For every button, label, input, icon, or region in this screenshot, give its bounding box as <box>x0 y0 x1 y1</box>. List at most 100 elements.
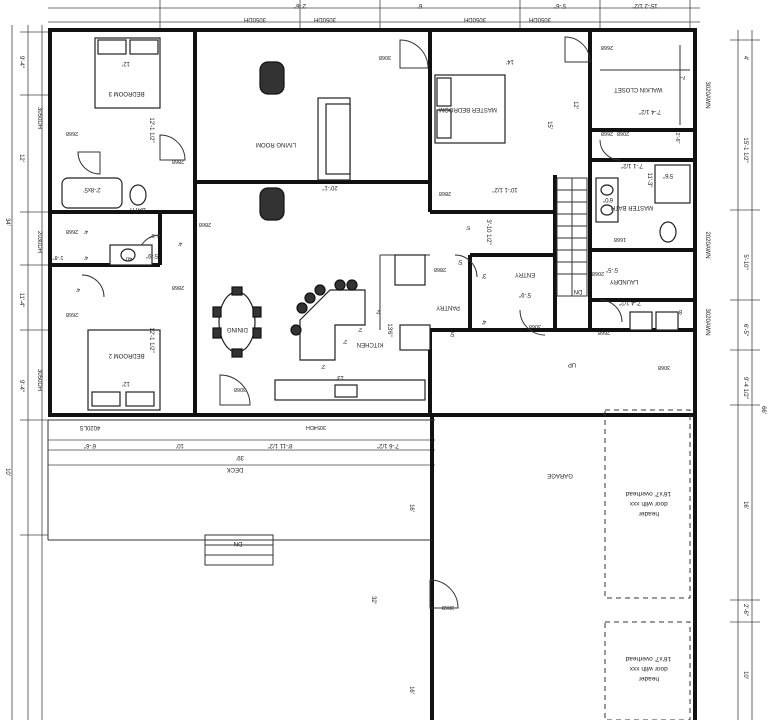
overhead-door-note-2-line1: 16'x7' overhead <box>625 655 671 662</box>
dining-table-icon <box>218 291 256 353</box>
label-bedroom2: BEDROOM 2 <box>108 352 145 358</box>
window-label: 3054DH <box>306 424 326 430</box>
dim-label: 4' <box>742 56 748 60</box>
label-bedroom3: BEDROOM 3 <box>108 90 145 96</box>
door-label: 2068 <box>592 270 604 276</box>
overhead-door-note-1-line3: header <box>638 510 659 517</box>
dimension-lines <box>11 0 760 720</box>
door-label: 2868 <box>172 158 184 164</box>
dim-label: 5'6" <box>663 172 673 178</box>
dim-label: 9'-5" <box>150 232 161 238</box>
label-laundry: LAUNDRY <box>610 278 639 284</box>
overhead-door-note-2-line3: header <box>638 675 659 682</box>
dim-label: 15' <box>546 121 552 129</box>
dim-label: 2'-6" <box>742 604 748 616</box>
label-master-bath: MASTER BATH <box>611 204 653 210</box>
fridge-icon <box>394 254 426 286</box>
dim-label: 5'-5" <box>606 266 618 272</box>
door-label: 3068 <box>529 323 541 329</box>
door-label: 2068 <box>617 130 629 136</box>
label-garage: GARAGE <box>547 472 573 478</box>
window-label: 2030DH <box>36 231 42 253</box>
label-pantry: PANTRY <box>436 304 460 310</box>
armchair-icon <box>259 61 285 95</box>
door-label: 2868 <box>172 284 184 290</box>
dim-label: 14' <box>506 58 514 64</box>
armchair-icon <box>259 187 285 221</box>
dim-label: 2'-6" <box>294 2 306 8</box>
label-walkin-closet: WALKIN CLOSET <box>614 86 663 92</box>
dim-label: 5'-6" <box>554 2 566 8</box>
dim-label: 3' <box>482 272 486 278</box>
door-label: 2668 <box>601 44 613 50</box>
dim-label: 10'-1 1/2" <box>492 186 517 192</box>
toilet-icon <box>129 184 147 206</box>
dim-label: 5'-9" <box>146 252 158 258</box>
label-stairs-up: UP <box>568 361 576 367</box>
door-label: 2868 <box>434 266 446 272</box>
bathtub-icon <box>61 177 123 209</box>
door-label: 2868 <box>439 190 451 196</box>
label-entry: ENTRY <box>515 271 535 277</box>
window-label: 3050DH <box>529 16 551 22</box>
window-label: 3050DH <box>314 16 336 22</box>
dim-label: 4' <box>84 254 88 260</box>
window-label: 3050DH <box>36 107 42 129</box>
dimension-labels: 12' 12'-1 1/2" 20'-1" 14' 15' 12' 7'-4 1… <box>4 2 766 694</box>
dim-label: 9'-4 1/2" <box>742 377 748 399</box>
dim-label: 7'-1 1/2" <box>621 162 643 168</box>
dim-label: 16' <box>742 501 748 509</box>
shower-icon <box>654 164 691 204</box>
door-swings <box>77 36 623 609</box>
dim-label: 7'-6 1/2" <box>377 442 399 448</box>
garage-door-notes: 16'x7' overhead door with xxx header 16'… <box>625 490 671 682</box>
dim-label: 9'-4" <box>18 56 24 68</box>
range-icon <box>399 324 431 351</box>
door-label: 3068 <box>234 386 246 392</box>
dim-label: 15'-2 1/2" <box>632 2 657 8</box>
toilet-icon <box>659 221 677 243</box>
dim-label: 12'-1 1/2" <box>148 117 154 142</box>
door-label: 2668 <box>66 228 78 234</box>
dim-label: 5'-9" <box>519 291 531 297</box>
overhead-door-note-1-line1: 16'x7' overhead <box>625 490 671 497</box>
dim-label: 2' <box>376 308 380 314</box>
furniture <box>61 37 691 411</box>
dim-label: 9'-4" <box>18 380 24 392</box>
dim-label: 4' <box>76 286 80 292</box>
dim-label: 2' <box>358 326 362 332</box>
label-bath: BATH <box>130 206 146 212</box>
dim-label: 12' <box>122 380 130 386</box>
dim-label: 6'-5" <box>742 324 748 336</box>
dim-label: 11'-4" <box>18 293 24 308</box>
dryer-icon <box>655 311 679 331</box>
door-labels: 3068 3068 3068 3068 3068 2868 2868 2868 … <box>66 44 670 610</box>
dim-label: 12' <box>572 101 578 109</box>
dim-label: 6' <box>418 2 422 8</box>
dim-label: 4' <box>178 240 182 246</box>
label-deck: DECK <box>227 466 244 472</box>
label-dining: DINING <box>227 326 248 332</box>
door-label: 3068 <box>658 364 670 370</box>
deck <box>47 419 435 566</box>
dim-label: 15'-1 1/2" <box>742 137 748 162</box>
dim-label: 6'-6" <box>84 442 96 448</box>
dim-label: 5' <box>450 330 454 336</box>
overhead-door-note-1-line2: door with xxx <box>629 500 668 507</box>
kitchen-island-icon <box>299 289 366 361</box>
window-label: 3020AWN <box>704 308 710 335</box>
overhead-door-note-2-line2: door with xxx <box>629 665 668 672</box>
window-labels: 3050DH 3050DH 3050DH 3050DH 4020LS 3050D… <box>36 16 710 430</box>
dim-label: 10' <box>742 671 748 679</box>
dim-label: 6'0" <box>603 196 613 202</box>
dim-label: 11'-3" <box>646 173 652 188</box>
window-label: 3020AWN <box>704 81 710 108</box>
window-label: 3050DH <box>244 16 266 22</box>
dim-label: 7'-4 1/2" <box>619 299 641 305</box>
window-label: 3050DH <box>464 16 486 22</box>
dim-label: 12'-1 1/2" <box>148 327 154 352</box>
dim-label: 16' <box>408 504 414 512</box>
dim-label: 5'-10" <box>742 254 748 269</box>
dim-label: 12' <box>122 60 130 66</box>
garage-walls <box>430 409 697 720</box>
